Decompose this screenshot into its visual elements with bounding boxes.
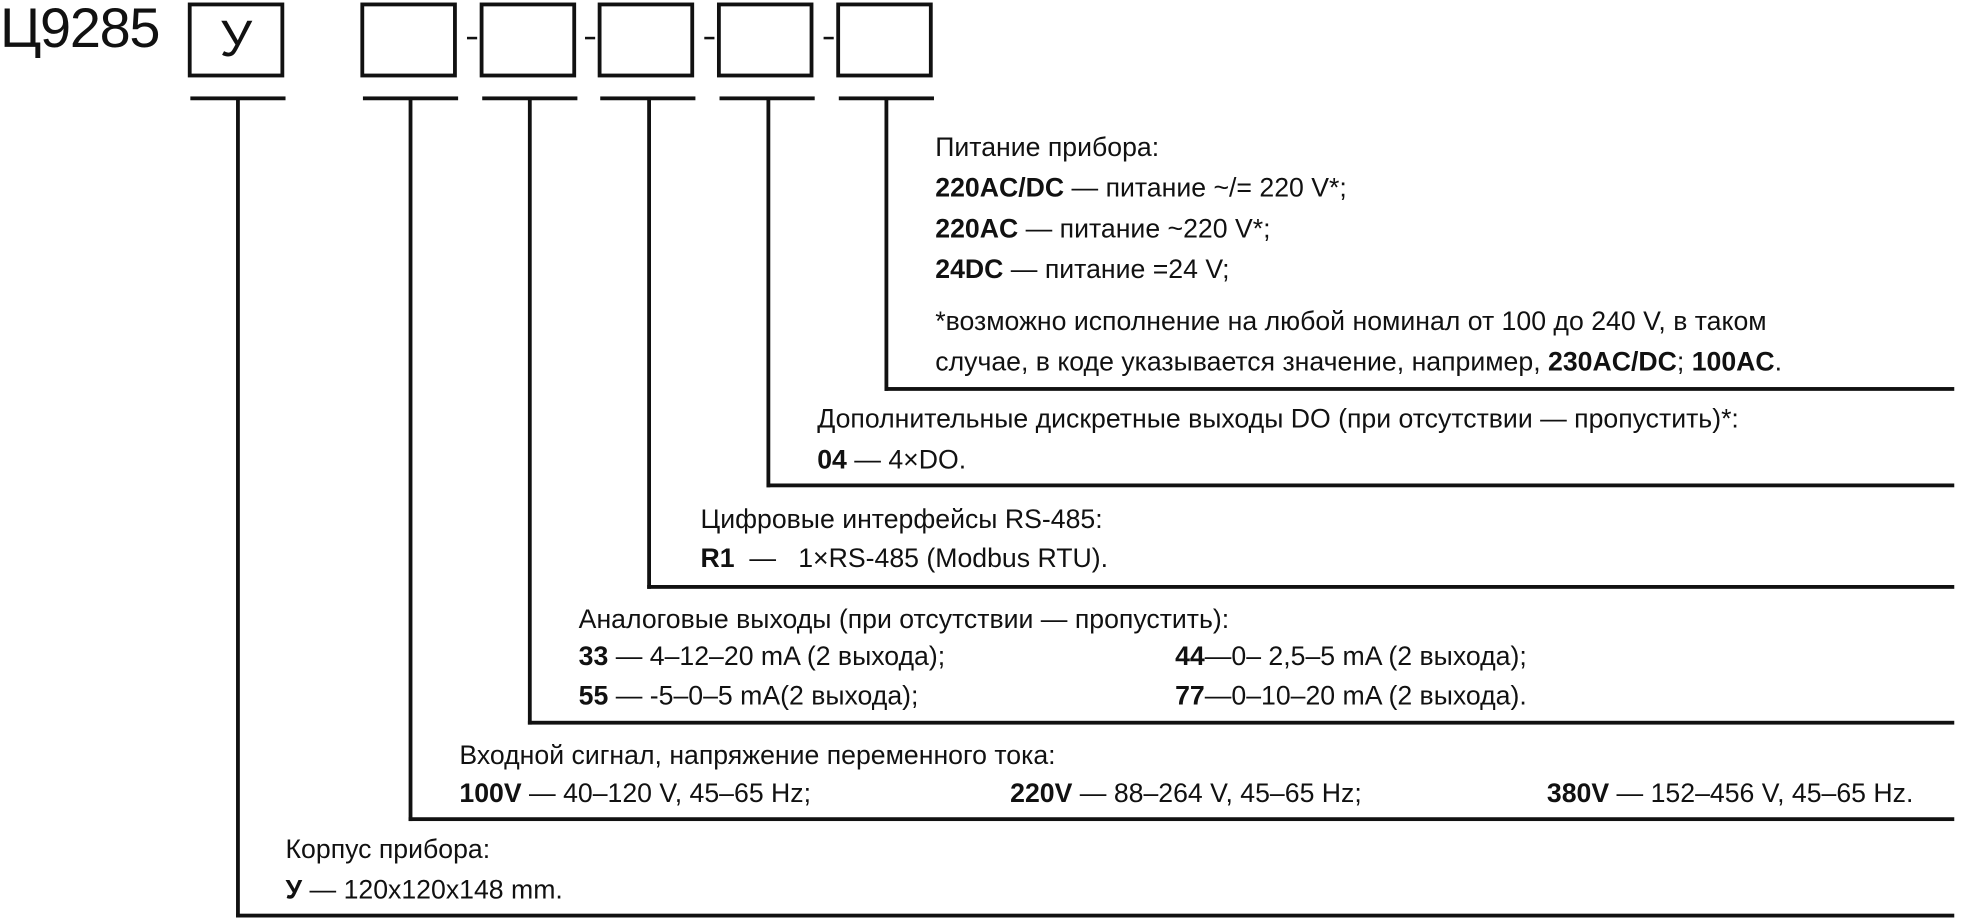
leader-line — [647, 97, 651, 589]
leader-line — [236, 97, 240, 918]
leader-line — [527, 97, 532, 725]
case-heading: Корпус прибора: — [285, 835, 491, 865]
power-option: 220AC — питание ~220 V*; — [935, 214, 1271, 244]
input-option: 220V — 88–264 V, 45–65 Hz; — [1010, 779, 1362, 809]
input-option: 380V — 152–456 V, 45–65 Hz. — [1546, 779, 1914, 809]
dash — [585, 36, 596, 40]
leader-line — [527, 720, 1955, 725]
power-note: *возможно исполнение на любой номинал от… — [935, 307, 1767, 337]
power-option: 220AC/DC — питание ~/= 220 V*; — [935, 173, 1347, 204]
leader-line — [408, 97, 413, 822]
leader-line — [884, 97, 889, 391]
analog-option: 44—0– 2,5–5 mA (2 выхода); — [1175, 642, 1527, 672]
case-option: У — 120x120x148 mm. — [285, 875, 563, 905]
leader-line — [236, 913, 1955, 918]
leader-line — [408, 817, 1955, 822]
do-option: 04 — 4×DO. — [817, 445, 967, 475]
leader-line — [766, 97, 771, 488]
power-note: случае, в коде указывается значение, нап… — [935, 347, 1783, 377]
input-option: 100V — 40–120 V, 45–65 Hz; — [459, 779, 812, 809]
case-code-box: У — [187, 2, 285, 78]
dash — [823, 36, 834, 40]
analog-heading: Аналоговые выходы (при отсутствии — проп… — [578, 605, 1230, 635]
power-code-box — [836, 2, 933, 78]
rs-heading: Цифровые интерфейсы RS-485: — [700, 505, 1103, 535]
dash — [704, 36, 715, 40]
leader-line — [884, 387, 1955, 391]
input-code-box — [360, 2, 457, 78]
leader-line — [647, 585, 1955, 589]
dash — [466, 36, 478, 40]
rs-option: R1 — 1×RS-485 (Modbus RTU). — [700, 544, 1109, 574]
leader-line — [766, 483, 1955, 488]
power-option: 24DC — питание =24 V; — [935, 255, 1230, 285]
do-code-box — [716, 2, 814, 78]
rs-code-box — [597, 2, 695, 78]
input-heading: Входной сигнал, напряжение переменного т… — [459, 741, 1056, 771]
model-name: Ц9285 — [0, 0, 160, 60]
analog-code-box — [479, 2, 577, 78]
do-heading: Дополнительные дискретные выходы DO (при… — [817, 404, 1739, 434]
power-heading: Питание прибора: — [935, 133, 1160, 163]
analog-option: 55 — -5–0–5 mA(2 выхода); — [578, 681, 919, 711]
analog-option: 77—0–10–20 mA (2 выхода). — [1175, 681, 1527, 711]
analog-option: 33 — 4–12–20 mA (2 выхода); — [578, 642, 946, 672]
